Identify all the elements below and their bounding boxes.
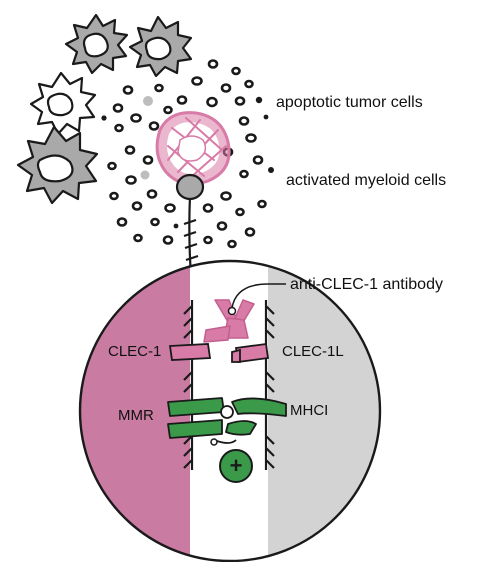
mmr-mhci-junction: [220, 405, 234, 419]
label-mmr: MMR: [118, 407, 154, 424]
apoptotic-debris-solid: [101, 96, 274, 229]
label-activated-myeloid-cells: activated myeloid cells: [286, 172, 447, 189]
signal-node-small: [210, 438, 218, 446]
antibody-leader-line: [231, 283, 286, 309]
activation-signal-plus: +: [230, 453, 243, 478]
antibody-pointer-dot: [227, 306, 237, 316]
tumor-cell: [16, 125, 99, 205]
label-clec1l: CLEC-1L: [282, 343, 344, 360]
anti-clec1-antibody: [203, 299, 255, 343]
label-anti-clec1-antibody: anti-CLEC-1 antibody: [290, 276, 443, 293]
mhci-receptor: [225, 397, 287, 436]
myeloid-cell-nucleus-hole: [177, 135, 207, 162]
tumor-cell: [29, 71, 97, 136]
clec1l-receptor: [231, 342, 270, 364]
phagocytosed-cell: [175, 173, 205, 201]
tumor-cell: [64, 13, 129, 75]
activation-signal: [219, 449, 253, 483]
membrane-right: [264, 300, 275, 470]
apoptotic-debris-gray: [140, 96, 153, 180]
cell-outline: [78, 259, 382, 562]
tumor-cell: [128, 15, 193, 78]
tumor-cell-cluster: [16, 13, 193, 205]
label-mhci: MHCI: [290, 402, 329, 419]
membrane-left: [183, 300, 194, 470]
apoptotic-debris: [107, 59, 267, 249]
label-clec1: CLEC-1: [108, 343, 162, 360]
clec1-receptor: [168, 343, 212, 361]
label-apoptotic-tumor-cells: apoptotic tumor cells: [276, 94, 423, 111]
